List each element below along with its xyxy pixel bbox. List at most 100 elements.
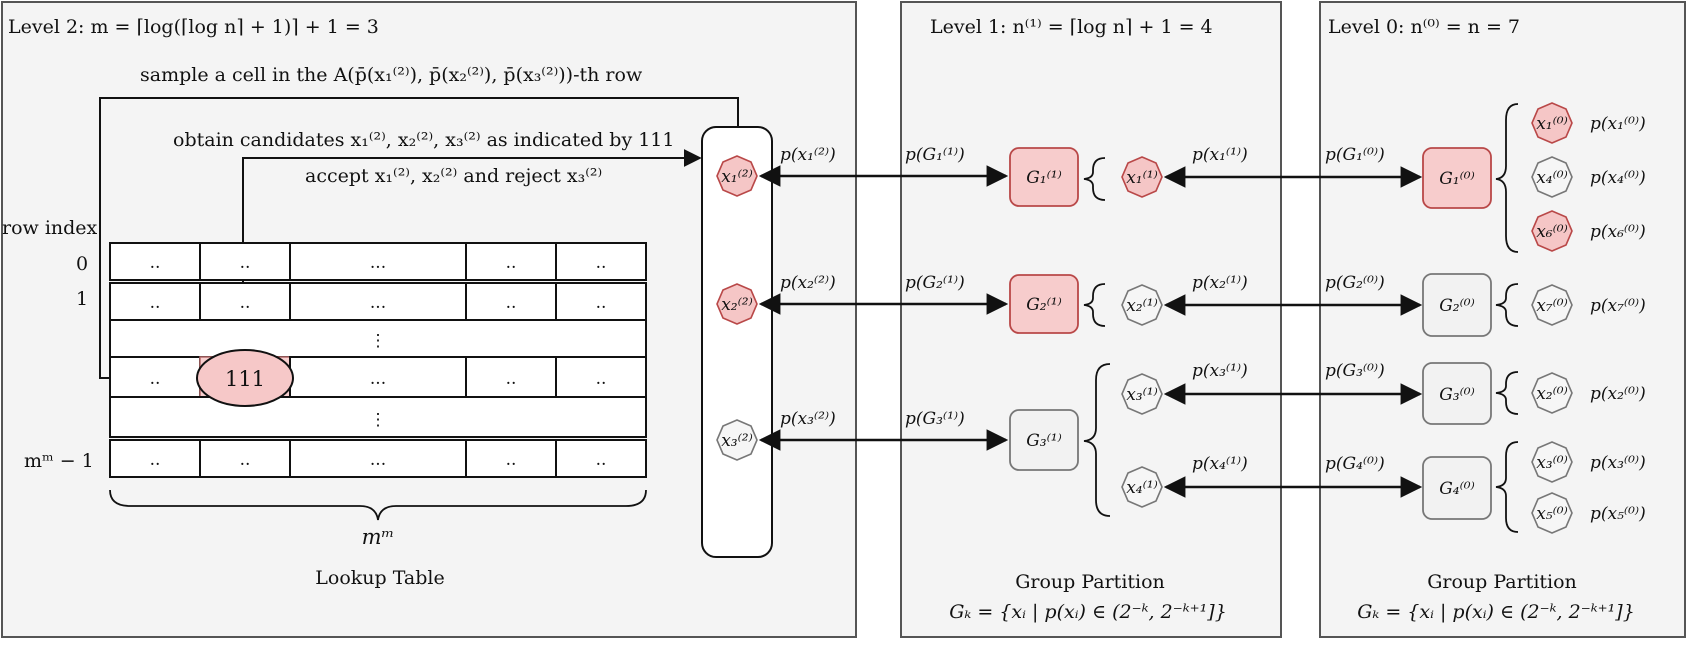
level0-element-shape — [1531, 156, 1573, 198]
table-cell — [555, 356, 647, 398]
level0-element-shape — [1531, 441, 1573, 483]
level0-element-2: x₂⁽⁰⁾ p(x₂⁽⁰⁾) — [1531, 372, 1646, 414]
edge-label: p(G₁⁽⁰⁾) — [1325, 145, 1385, 165]
level0-element-prob: p(x₁⁽⁰⁾) — [1590, 114, 1646, 134]
level0-element-label: x₅⁽⁰⁾ — [1536, 504, 1568, 524]
level0-group-label: G₁⁽⁰⁾ — [1439, 169, 1475, 189]
edge-label: p(x₁⁽²⁾) — [780, 145, 836, 165]
level1-element-label: x₃⁽¹⁾ — [1126, 385, 1158, 405]
level0-group-4: G₄⁽⁰⁾ — [1422, 456, 1492, 520]
edge-label: p(x₃⁽²⁾) — [780, 409, 836, 429]
level0-element-label: x₇⁽⁰⁾ — [1536, 296, 1568, 316]
level1-brace-1 — [1083, 157, 1106, 201]
level0-element-shape — [1531, 210, 1573, 252]
level0-element-prob: p(x₄⁽⁰⁾) — [1590, 168, 1646, 188]
cell-text: .. — [150, 450, 161, 470]
level2-node-label: x₃⁽²⁾ — [721, 431, 753, 451]
table-cell — [555, 439, 647, 478]
level0-element-label: x₂⁽⁰⁾ — [1536, 384, 1568, 404]
level1-element-label: x₁⁽¹⁾ — [1126, 168, 1158, 188]
level1-element-1: x₁⁽¹⁾ — [1121, 156, 1163, 198]
level0-element-prob: p(x₃⁽⁰⁾) — [1590, 453, 1646, 473]
cell-text: .. — [506, 369, 517, 389]
level1-element-shape — [1121, 284, 1163, 326]
sample-cell-annotation: sample a cell in the A(p̄(x₁⁽²⁾), p̄(x₂⁽… — [140, 64, 643, 86]
level1-brace-2 — [1083, 283, 1106, 327]
level0-group-box — [1422, 362, 1492, 425]
level0-brace-1 — [1495, 103, 1519, 253]
sampled-cell-ellipse — [196, 349, 294, 407]
edge-label: p(G₄⁽⁰⁾) — [1325, 454, 1385, 474]
level1-group-3: G₃⁽¹⁾ — [1009, 409, 1079, 471]
cell-text: ... — [370, 293, 386, 313]
cell-text: .. — [596, 253, 607, 273]
level0-element-4: x₄⁽⁰⁾ p(x₄⁽⁰⁾) — [1531, 156, 1646, 198]
table-cell — [555, 242, 647, 281]
level0-element-prob: p(x₅⁽⁰⁾) — [1590, 504, 1646, 524]
level0-element-label: x₆⁽⁰⁾ — [1536, 222, 1568, 242]
level0-element-shape — [1531, 102, 1573, 144]
cell-text: .. — [506, 450, 517, 470]
level0-brace-3 — [1495, 371, 1519, 415]
table-cell — [289, 356, 467, 398]
level1-partition-title: Group Partition — [1015, 571, 1165, 593]
edge-label: p(G₂⁽¹⁾) — [905, 273, 965, 293]
level0-element-3: x₃⁽⁰⁾ p(x₃⁽⁰⁾) — [1531, 441, 1646, 483]
level1-partition-formula: Gₖ = {xᵢ | p(xᵢ) ∈ (2⁻ᵏ, 2⁻ᵏ⁺¹]} — [949, 601, 1227, 623]
level2-node-3: x₃⁽²⁾ — [716, 419, 758, 461]
level1-element-2: x₂⁽¹⁾ — [1121, 284, 1163, 326]
level0-group-box — [1422, 456, 1492, 520]
level1-title: Level 1: n⁽¹⁾ = ⌈log n⌉ + 1 = 4 — [930, 16, 1213, 38]
cell-text: ... — [370, 253, 386, 273]
level1-element-3: x₃⁽¹⁾ — [1121, 373, 1163, 415]
cell-text: .. — [150, 369, 161, 389]
level1-group-label: G₂⁽¹⁾ — [1026, 295, 1062, 315]
edge-label: p(G₃⁽⁰⁾) — [1325, 361, 1385, 381]
level1-element-shape — [1121, 156, 1163, 198]
level0-group-label: G₂⁽⁰⁾ — [1439, 296, 1475, 316]
vertical-ellipsis: ⋮ — [370, 410, 387, 430]
level0-group-1: G₁⁽⁰⁾ — [1422, 147, 1492, 209]
candidate-container — [701, 126, 773, 558]
level2-node-shape — [716, 283, 758, 325]
table-width-label: mᵐ — [362, 525, 395, 549]
level0-group-3: G₃⁽⁰⁾ — [1422, 362, 1492, 425]
edge-label: p(x₄⁽¹⁾) — [1192, 454, 1248, 474]
obtain-candidates-annotation: obtain candidates x₁⁽²⁾, x₂⁽²⁾, x₃⁽²⁾ as… — [173, 129, 675, 151]
level0-element-6: x₆⁽⁰⁾ p(x₆⁽⁰⁾) — [1531, 210, 1646, 252]
edge-label: p(G₃⁽¹⁾) — [905, 409, 965, 429]
level1-element-shape — [1121, 466, 1163, 508]
level1-group-box — [1009, 147, 1079, 207]
accept-reject-annotation: accept x₁⁽²⁾, x₂⁽²⁾ and reject x₃⁽²⁾ — [305, 165, 602, 187]
level0-element-label: x₁⁽⁰⁾ — [1536, 114, 1568, 134]
row-index-label: row index — [2, 217, 98, 239]
level0-group-label: G₃⁽⁰⁾ — [1439, 385, 1475, 405]
level0-element-prob: p(x₂⁽⁰⁾) — [1590, 384, 1646, 404]
table-cell — [199, 242, 291, 281]
cell-text: .. — [150, 253, 161, 273]
level0-element-label: x₃⁽⁰⁾ — [1536, 453, 1568, 473]
row-label-0: 0 — [76, 253, 88, 275]
level0-element-label: x₄⁽⁰⁾ — [1536, 168, 1568, 188]
level0-group-box — [1422, 147, 1492, 209]
table-cell — [199, 439, 291, 478]
row-label-1: 1 — [76, 288, 88, 310]
cell-text: ... — [370, 369, 386, 389]
level0-element-shape — [1531, 492, 1573, 534]
lookup-table — [109, 242, 647, 478]
level1-element-label: x₂⁽¹⁾ — [1126, 296, 1158, 316]
level2-node-1: x₁⁽²⁾ — [716, 155, 758, 197]
level2-node-2: x₂⁽²⁾ — [716, 283, 758, 325]
level1-group-2: G₂⁽¹⁾ — [1009, 274, 1079, 334]
lookup-table-label: Lookup Table — [315, 567, 444, 589]
table-gap-row — [109, 319, 647, 358]
level1-panel — [900, 1, 1282, 638]
table-cell — [289, 439, 467, 478]
level1-group-box — [1009, 274, 1079, 334]
level0-title: Level 0: n⁽⁰⁾ = n = 7 — [1328, 16, 1520, 38]
edge-label: p(x₂⁽¹⁾) — [1192, 273, 1248, 293]
level0-element-shape — [1531, 284, 1573, 326]
table-cell — [465, 439, 557, 478]
